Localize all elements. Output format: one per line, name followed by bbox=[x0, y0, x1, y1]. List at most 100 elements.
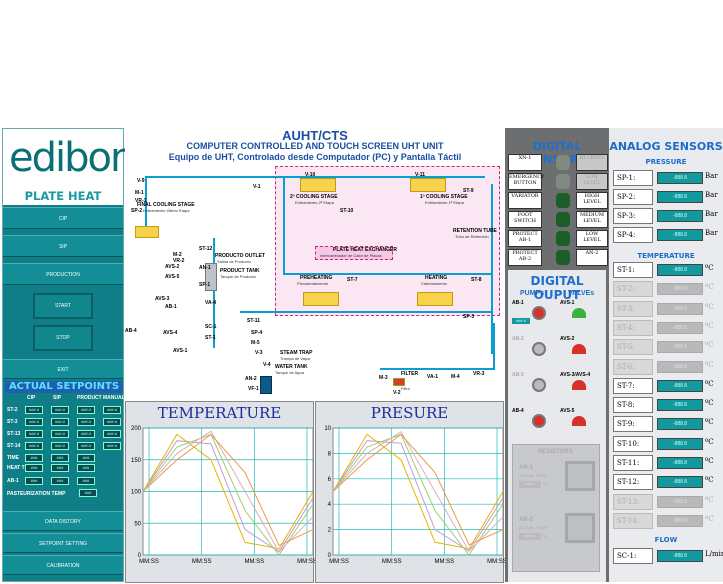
sensor-name: PROTECT AB-1 bbox=[508, 230, 542, 247]
sensor-value: -888.8 bbox=[657, 191, 703, 203]
setpoint-value: ### bbox=[77, 464, 95, 472]
sensor-unit: ºC bbox=[705, 514, 714, 523]
sensor-name: ST-6: bbox=[613, 358, 653, 375]
cooling1-plate bbox=[410, 178, 446, 192]
sensor-name: XN-1 bbox=[508, 154, 542, 171]
setpoint-value: ###.# bbox=[25, 418, 43, 426]
valve-icon[interactable] bbox=[572, 344, 586, 354]
start-button[interactable]: START bbox=[33, 293, 93, 319]
setpoint-value: ### bbox=[25, 464, 43, 472]
calibration-button[interactable]: CALIBRATION bbox=[3, 555, 123, 575]
stage-label: WATER TANK bbox=[275, 364, 308, 370]
sensor-name: EMERGENCY BUTTON bbox=[508, 173, 544, 190]
valve-icon[interactable] bbox=[572, 380, 586, 390]
x-tick-label: MM:SS bbox=[487, 559, 505, 565]
sensor-value: -888.8 bbox=[657, 172, 703, 184]
pump-icon[interactable] bbox=[532, 378, 546, 392]
sensor-value: -888.8 bbox=[657, 514, 703, 527]
sensor-unit: Bar bbox=[705, 229, 718, 237]
setpoint-value: ###.# bbox=[25, 406, 43, 414]
pump-icon[interactable] bbox=[532, 342, 546, 356]
stage-label-es: Enfriamiento 1ª Etapa bbox=[425, 200, 464, 205]
setpoint-setting-button[interactable]: SETPOINT SETTING bbox=[3, 533, 123, 553]
sensor-unit: ºC bbox=[705, 302, 714, 311]
valve-label: AVS-5 bbox=[560, 408, 575, 414]
valve-icon[interactable] bbox=[572, 308, 586, 318]
data-history-button[interactable]: DATA DISTORY bbox=[3, 511, 123, 531]
pump-label: AB-2 bbox=[512, 336, 524, 342]
pipe bbox=[145, 176, 485, 178]
component-label: AVS-1 bbox=[173, 348, 188, 354]
stop-button[interactable]: STOP bbox=[33, 325, 93, 351]
sensor-unit: ºC bbox=[705, 476, 714, 485]
sensor-unit: ºC bbox=[705, 321, 714, 330]
exit-button[interactable]: EXIT bbox=[3, 359, 123, 379]
sensor-value: -888.8 bbox=[657, 283, 703, 296]
y-tick-label: 8 bbox=[328, 451, 332, 457]
sensor-value: -888.8 bbox=[657, 360, 703, 373]
column-header: MANUAL bbox=[103, 395, 125, 401]
sensor-value: -888.8 bbox=[657, 418, 703, 431]
pump-icon[interactable] bbox=[532, 306, 546, 320]
sensor-name: ST-12: bbox=[613, 474, 653, 491]
sensor-value: HIGH LEVEL bbox=[576, 192, 608, 209]
setpoint-value: ###.# bbox=[51, 418, 69, 426]
pump-icon[interactable] bbox=[532, 414, 546, 428]
component-label: VR-2 bbox=[173, 258, 185, 264]
component-label: SC-1 bbox=[205, 324, 217, 330]
sensor-unit: ºC bbox=[705, 283, 714, 292]
sensor-value: -888.8 bbox=[657, 321, 703, 334]
x-tick-label: MM:SS bbox=[434, 559, 454, 565]
sensor-name: ST-3: bbox=[613, 300, 653, 317]
y-tick-label: 50 bbox=[134, 521, 141, 527]
setpoint-value: ### bbox=[77, 454, 95, 462]
final-cooling-plate bbox=[135, 226, 159, 238]
sensor-unit: ºC bbox=[705, 399, 714, 408]
sip-button[interactable]: SIP bbox=[3, 235, 123, 257]
component-label: ST-1 bbox=[205, 335, 216, 341]
component-label: V-4 bbox=[263, 362, 271, 368]
sensor-name: SP-1: bbox=[613, 170, 653, 186]
sensor-unit: ºC bbox=[705, 379, 714, 388]
sensor-name: ST-4: bbox=[613, 319, 653, 336]
pump-value: ###.# bbox=[512, 318, 530, 324]
sensor-name: ST-8: bbox=[613, 397, 653, 414]
component-label: ST-7 bbox=[347, 277, 358, 283]
component-label: SP-3 bbox=[463, 314, 475, 320]
stage-label: HEATING bbox=[425, 275, 448, 281]
filter-icon bbox=[393, 378, 405, 386]
product-tank-icon bbox=[205, 263, 217, 291]
stage-label: PREHEATING bbox=[300, 275, 333, 281]
component-label: SP-2 bbox=[131, 208, 143, 214]
component-label: ST-9 bbox=[463, 188, 474, 194]
component-label: VR-1 bbox=[135, 198, 147, 204]
setpoints-title: ACTUAL SETPOINTS bbox=[5, 381, 123, 393]
resistor-switch[interactable] bbox=[565, 461, 595, 491]
sensor-unit: L/min bbox=[705, 550, 723, 558]
stage-label-es: Tanque de Agua bbox=[275, 370, 304, 375]
resistor-switch[interactable] bbox=[565, 513, 595, 543]
resistor-name: AR-2 bbox=[519, 517, 534, 523]
cip-button[interactable]: CIP bbox=[3, 207, 123, 229]
component-label: AN-2 bbox=[245, 376, 257, 382]
flow-label: FLOW bbox=[654, 536, 678, 544]
sensor-unit: ºC bbox=[705, 495, 714, 504]
valve-icon[interactable] bbox=[572, 416, 586, 426]
setpoint-value: ###.# bbox=[103, 430, 121, 438]
production-button[interactable]: PRODUCTION bbox=[3, 263, 123, 285]
sensor-name: ST-10: bbox=[613, 435, 653, 452]
stage-label: STEAM TRAP bbox=[280, 350, 313, 356]
pipe bbox=[240, 311, 493, 313]
